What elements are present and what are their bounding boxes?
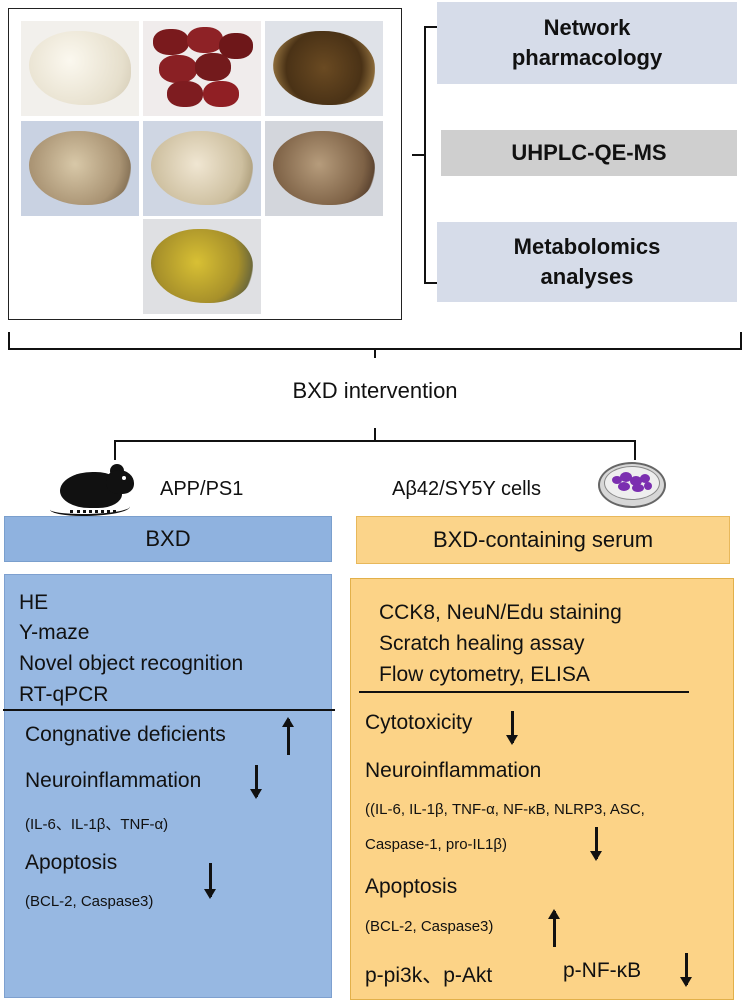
serum-header: BXD-containing serum [356,516,730,564]
left-neuro-markers: (IL-6、IL-1β、TNF-α) [25,816,169,833]
down-arrow-icon [680,953,691,987]
top-brace-tip [374,348,376,358]
right-neuro-markers-2: Caspase-1, pro-IL1β) [365,836,508,853]
left-apoptosis-label: Apoptosis [25,851,118,874]
up-arrow-icon [282,717,293,755]
top-brace-left [8,332,10,350]
mouse-icon [50,464,140,516]
split-brace-tip [374,428,376,442]
bxd-header: BXD [4,516,332,562]
left-apoptosis-markers: (BCL-2, Caspase3) [25,893,154,910]
serum-header-label: BXD-containing serum [432,527,654,552]
split-brace-right [634,440,636,460]
assay-y-maze: Y-maze [19,621,90,644]
assay-cck8: CCK8, NeuN/Edu staining [379,601,622,624]
methods-brace-top [424,26,438,28]
uhplc-box: UHPLC-QE-MS [441,130,737,176]
serum-results-panel: CCK8, NeuN/Edu staining Scratch healing … [350,578,734,1000]
down-arrow-icon [506,711,517,745]
metabolomics-label: Metabolomics analyses [513,234,661,289]
top-brace-right [740,332,742,350]
cytotoxicity-label: Cytotoxicity [365,711,473,734]
up-arrow-icon [548,909,559,947]
cognitive-deficits-label: Congnative deficients [25,723,226,746]
down-arrow-icon [250,765,261,799]
herb-photo-tan-slices [21,121,139,216]
herb-photo-panel [8,8,402,320]
herb-photo-jujube [143,21,261,116]
herb-photo-pale-slices [143,121,261,216]
assay-rt-qpcr: RT-qPCR [19,683,109,706]
herb-photo-white-slices [21,21,139,116]
right-divider [359,691,689,693]
left-divider [3,709,335,711]
methods-brace [424,26,426,284]
right-apoptosis-label: Apoptosis [365,875,458,898]
right-neuro-markers-1: ((IL-6, IL-1β, TNF-α, NF-κB, NLRP3, ASC, [365,801,645,818]
bxd-results-panel: HE Y-maze Novel object recognition RT-qP… [3,574,335,998]
petri-dish-icon [598,462,666,508]
metabolomics-box: Metabolomics analyses [437,222,737,302]
left-neuroinflammation-label: Neuroinflammation [25,769,202,792]
herb-photo-brown-slices [265,121,383,216]
pathway-pi3k-akt: p-pi3k、p-Akt [365,964,493,987]
right-neuroinflammation-label: Neuroinflammation [365,759,542,782]
network-pharmacology-label: Network pharmacology [511,15,663,70]
assay-scratch: Scratch healing assay [379,632,585,655]
methods-brace-bottom [424,282,438,284]
uhplc-label: UHPLC-QE-MS [511,140,667,165]
assay-novel-object: Novel object recognition [19,652,244,675]
methods-brace-tip [412,154,424,156]
right-apoptosis-markers: (BCL-2, Caspase3) [365,918,494,935]
assay-flow-elisa: Flow cytometry, ELISA [379,663,590,686]
down-arrow-icon [590,827,601,861]
assay-he: HE [19,591,49,614]
bxd-intervention-label: BXD intervention [292,378,458,403]
cell-model-label: Aβ42/SY5Y cells [392,478,541,500]
animal-model-label: APP/PS1 [160,478,244,500]
pathway-nf-kb: p-NF-κB [563,959,642,982]
herb-photo-yellow-slices [143,219,261,314]
herb-photo-dark-roots [265,21,383,116]
down-arrow-icon [204,863,215,899]
network-pharmacology-box: Network pharmacology [437,2,737,84]
split-brace [114,440,636,442]
split-brace-left [114,440,116,460]
bxd-header-label: BXD [145,526,191,551]
